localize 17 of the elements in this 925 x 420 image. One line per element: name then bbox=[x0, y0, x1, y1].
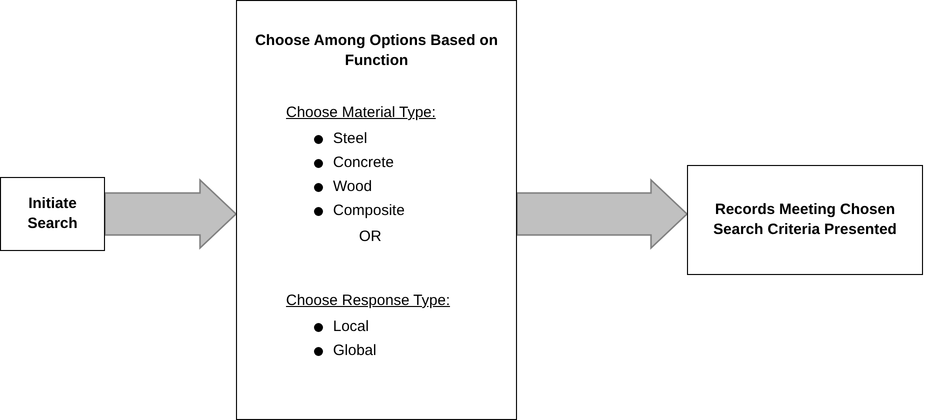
process-box bbox=[236, 0, 517, 420]
heading: Choose Among Options Based on Function bbox=[254, 31, 499, 71]
list-item: Concrete bbox=[333, 153, 394, 173]
or-text: OR bbox=[359, 227, 382, 247]
list-item: Global bbox=[333, 341, 376, 361]
block-arrow bbox=[104, 178, 238, 250]
process-box bbox=[0, 177, 105, 251]
list-item: Wood bbox=[333, 177, 372, 197]
block-arrow bbox=[516, 178, 688, 250]
list-item: Steel bbox=[333, 129, 368, 149]
section-heading: Choose Response Type: bbox=[286, 291, 450, 311]
box-label: Initiate Search bbox=[26, 194, 79, 234]
box-label: Records Meeting Chosen Search Criteria Presented bbox=[712, 200, 898, 240]
list-item: Local bbox=[333, 317, 369, 337]
list-item: Composite bbox=[333, 201, 405, 221]
process-box bbox=[687, 165, 923, 275]
section-heading: Choose Material Type: bbox=[286, 103, 436, 123]
